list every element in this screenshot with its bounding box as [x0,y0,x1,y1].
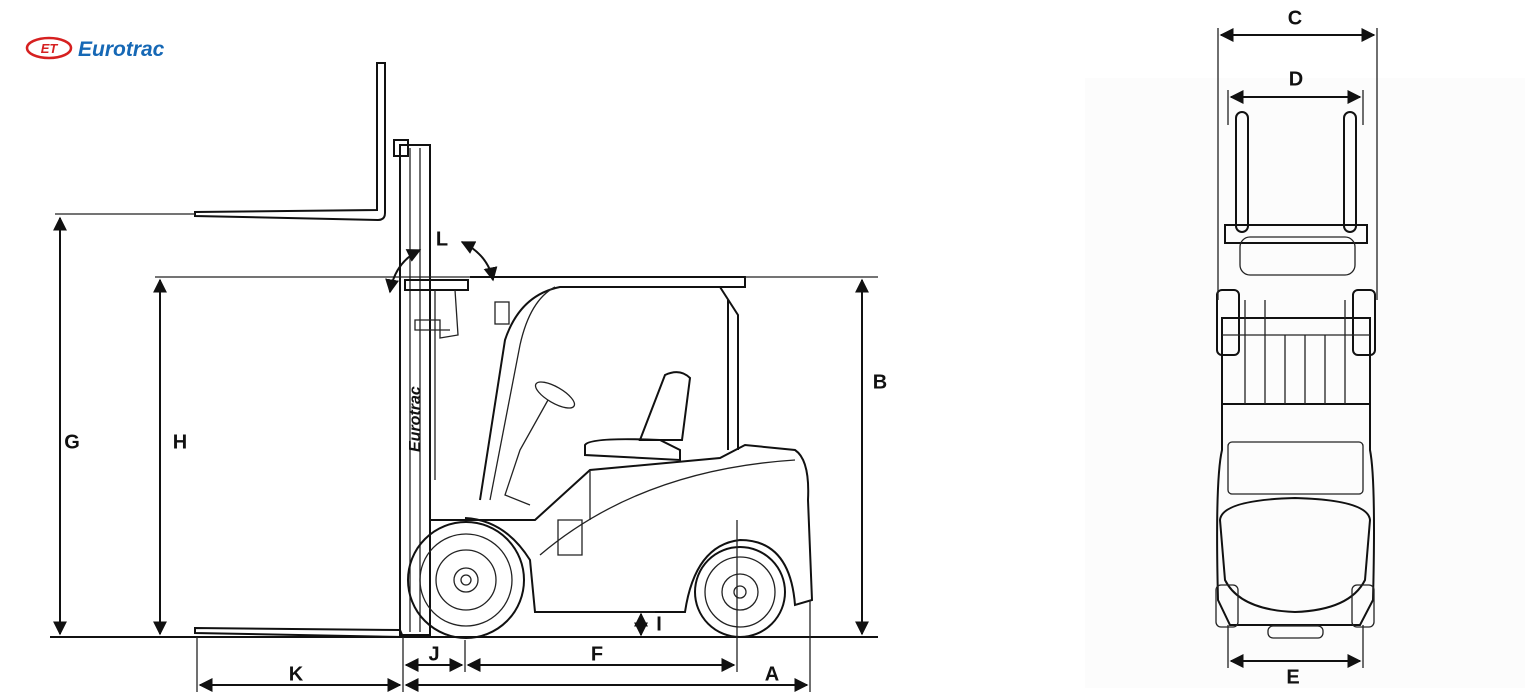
label-l: L [436,228,448,250]
seat [584,438,681,462]
mast-branding: Eurotrac [407,386,424,452]
label-b: B [873,371,887,393]
forklift-side-view: Eurotrac [50,62,878,639]
front-wheel [407,521,525,639]
label-a: A [765,663,779,685]
body-front [1216,404,1375,626]
steering-wheel [534,381,576,409]
lowered-fork [194,626,405,639]
logo-wordmark: Eurotrac [78,38,165,61]
mast-front [1221,317,1371,405]
dimension-lines-side [53,216,878,692]
right-fork-front [1343,111,1357,233]
raised-fork [194,62,386,222]
logo-emblem-icon [25,36,73,60]
left-fork-front [1235,111,1249,233]
label-h: H [173,431,187,453]
dimension-lines-front [1217,28,1378,668]
eurotrac-logo: ET Eurotrac [25,36,165,61]
tilt-arrow-forward [460,241,498,282]
label-g: G [64,431,80,453]
label-k: K [289,663,304,685]
label-f: F [591,643,603,665]
label-d: D [1289,68,1303,90]
rear-wheel [694,546,786,638]
logo-monogram: ET [41,41,59,56]
label-e: E [1286,666,1299,688]
chassis [430,443,814,613]
overhead-guard [470,276,746,501]
tilt-arrow-back [385,249,422,294]
seat-backrest [638,371,692,441]
forklift-front-view [1085,78,1525,688]
counterweight-front [1218,496,1372,614]
label-j: J [428,643,439,665]
label-i: I [656,613,662,635]
label-c: C [1288,7,1302,29]
mast [399,144,431,636]
